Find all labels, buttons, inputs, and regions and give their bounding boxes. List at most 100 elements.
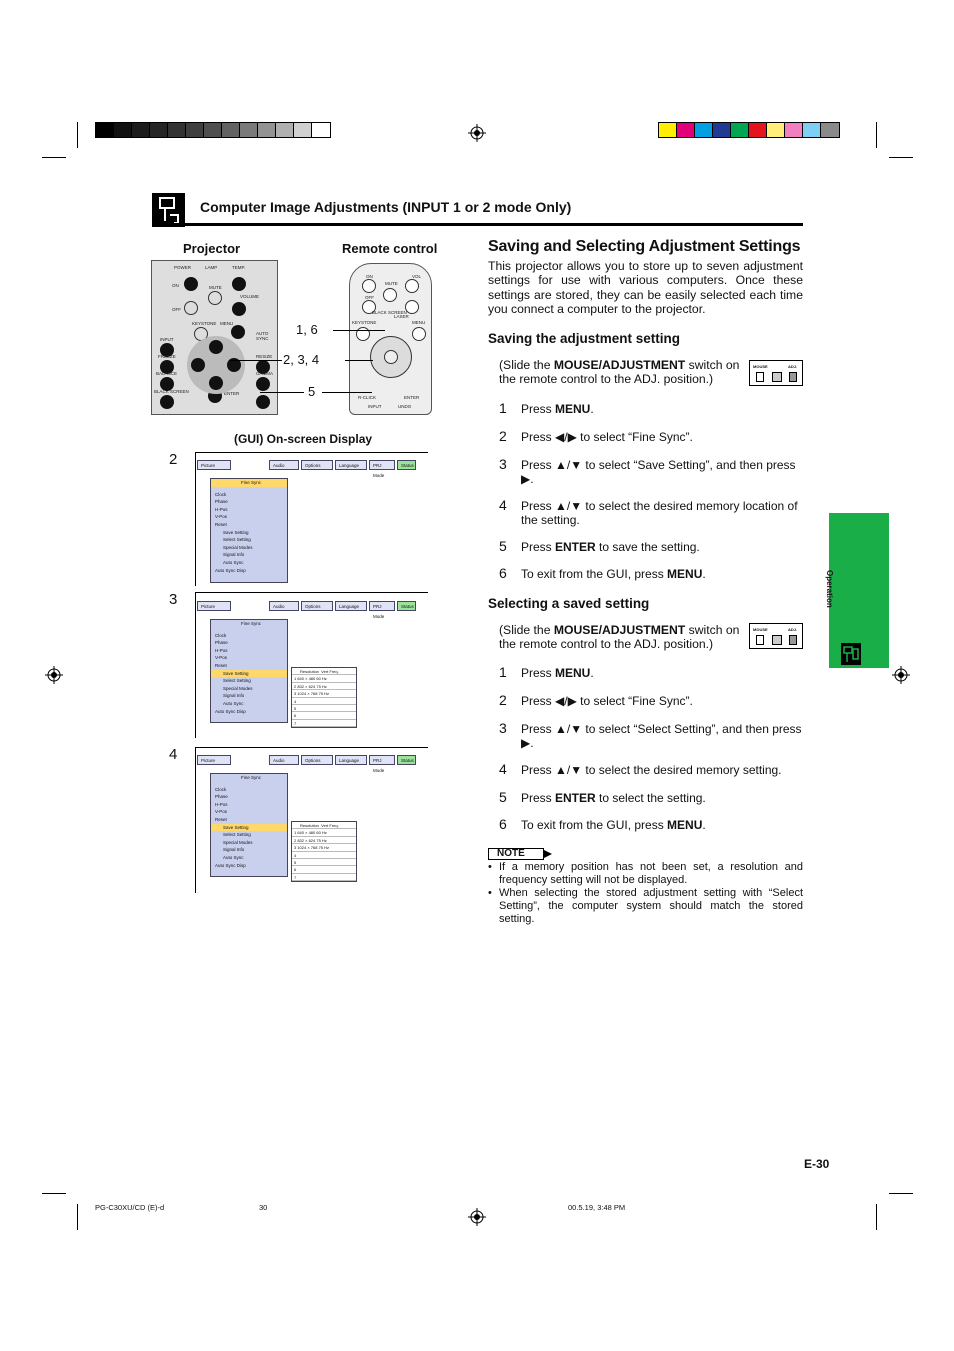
remote-off-button[interactable] bbox=[362, 300, 376, 314]
osd-row-h-pos[interactable]: H-Pos bbox=[215, 647, 228, 653]
remote-mouse-pad[interactable] bbox=[370, 336, 412, 378]
osd-tab-status[interactable]: Status bbox=[397, 460, 416, 470]
note-bullet: • When selecting the stored adjustment s… bbox=[488, 887, 803, 927]
osd-row-auto-sync-disp[interactable]: Auto Sync Disp bbox=[215, 567, 246, 573]
osd-step-number: 3 bbox=[169, 591, 178, 608]
osd-row-select-setting[interactable]: Select Setting bbox=[223, 537, 251, 543]
osd-table-row[interactable]: 4 bbox=[292, 852, 356, 859]
osd-tab-picture[interactable]: Picture bbox=[197, 460, 231, 470]
osd-row-clock[interactable]: Clock bbox=[215, 491, 227, 497]
osd-tab-audio[interactable]: Audio bbox=[269, 460, 299, 470]
osd-row-special-modes[interactable]: Special Modes bbox=[223, 544, 253, 550]
osd-row-save-setting[interactable]: Save Setting bbox=[223, 529, 249, 535]
osd-tab-options[interactable]: Options bbox=[301, 460, 333, 470]
input-button[interactable] bbox=[160, 343, 174, 357]
balance-button[interactable] bbox=[160, 377, 174, 391]
osd-tab-status[interactable]: Status bbox=[397, 601, 416, 611]
color-swatch bbox=[168, 123, 186, 137]
osd-table-row[interactable]: 4 bbox=[292, 698, 356, 705]
osd-tab-language[interactable]: Language bbox=[335, 460, 367, 470]
osd-tab-options[interactable]: Options bbox=[301, 755, 333, 765]
down-arrow-button[interactable] bbox=[209, 376, 223, 390]
osd-table-row[interactable]: 5 bbox=[292, 705, 356, 713]
osd-row-signal-info[interactable]: Signal Info bbox=[223, 552, 245, 558]
osd-tab-language[interactable]: Language bbox=[335, 755, 367, 765]
osd-table-row[interactable]: 1 640 × 480 60 Hz bbox=[292, 675, 356, 683]
osd-table-row[interactable]: 7 bbox=[292, 720, 356, 728]
osd-row-phase[interactable]: Phase bbox=[215, 794, 228, 800]
mute-button[interactable] bbox=[208, 291, 222, 305]
osd-tab-audio[interactable]: Audio bbox=[269, 601, 299, 611]
osd-row-auto-sync[interactable]: Auto Sync bbox=[223, 854, 244, 860]
osd-table-row[interactable]: 2 832 × 624 75 Hz bbox=[292, 837, 356, 845]
undo-button[interactable] bbox=[256, 395, 270, 409]
gamma-button[interactable] bbox=[256, 377, 270, 391]
osd-row-clock[interactable]: Clock bbox=[215, 632, 227, 638]
resize-button[interactable] bbox=[256, 360, 270, 374]
osd-table-row[interactable]: 2 832 × 624 75 Hz bbox=[292, 683, 356, 691]
step-text: Press MENU. bbox=[521, 402, 803, 416]
osd-row-signal-info[interactable]: Signal Info bbox=[223, 847, 245, 853]
off-button[interactable] bbox=[184, 301, 198, 315]
osd-table-row[interactable]: 7 bbox=[292, 874, 356, 882]
osd-row-v-pos[interactable]: V-Pos bbox=[215, 655, 228, 661]
osd-row-h-pos[interactable]: H-Pos bbox=[215, 801, 228, 807]
osd-row-reset[interactable]: Reset bbox=[215, 662, 227, 668]
remote-mute-button[interactable] bbox=[383, 288, 397, 302]
remote-menu-button[interactable] bbox=[412, 327, 426, 341]
osd-row-v-pos[interactable]: V-Pos bbox=[215, 809, 228, 815]
osd-table-row[interactable]: 6 bbox=[292, 866, 356, 874]
osd-table-row[interactable]: 5 bbox=[292, 859, 356, 867]
osd-tab-language[interactable]: Language bbox=[335, 601, 367, 611]
freeze-button[interactable] bbox=[160, 360, 174, 374]
osd-row-auto-sync-disp[interactable]: Auto Sync Disp bbox=[215, 708, 246, 714]
osd-row-special-modes[interactable]: Special Modes bbox=[223, 685, 253, 691]
osd-row-phase[interactable]: Phase bbox=[215, 640, 228, 646]
osd-fine-sync-panel: Fine Sync Clock Phase H-Pos V-Pos Reset … bbox=[210, 478, 288, 583]
osd-row-auto-sync[interactable]: Auto Sync bbox=[223, 700, 244, 706]
osd-tab-picture[interactable]: Picture bbox=[197, 601, 231, 611]
remote-vol-up-button[interactable] bbox=[405, 279, 419, 293]
osd-table-row[interactable]: 1 640 × 480 60 Hz bbox=[292, 829, 356, 837]
osd-row-reset[interactable]: Reset bbox=[215, 521, 227, 527]
up-arrow-button[interactable] bbox=[209, 340, 223, 354]
color-swatch bbox=[803, 123, 821, 137]
osd-row-auto-sync-disp[interactable]: Auto Sync Disp bbox=[215, 862, 246, 868]
osd-row-h-pos[interactable]: H-Pos bbox=[215, 506, 228, 512]
osd-tab-prj-mode[interactable]: PRJ Mode bbox=[369, 601, 395, 619]
on-button[interactable] bbox=[184, 277, 198, 291]
osd-table-row[interactable]: 3 1024 × 768 75 Hz bbox=[292, 690, 356, 698]
gui-display-label: (GUI) On-screen Display bbox=[234, 432, 373, 446]
osd-tab-prj-mode[interactable]: PRJ Mode bbox=[369, 460, 395, 478]
osd-row-reset[interactable]: Reset bbox=[215, 816, 227, 822]
osd-row-save-setting[interactable]: Save Setting bbox=[211, 823, 287, 832]
osd-row-select-setting[interactable]: Select Setting bbox=[223, 678, 251, 684]
direction-pad[interactable] bbox=[187, 336, 245, 394]
osd-row-signal-info[interactable]: Signal Info bbox=[223, 693, 245, 699]
osd-row-save-setting[interactable]: Save Setting bbox=[211, 669, 287, 678]
osd-row-phase[interactable]: Phase bbox=[215, 499, 228, 505]
osd-tab-audio[interactable]: Audio bbox=[269, 755, 299, 765]
remote-on-button[interactable] bbox=[362, 279, 376, 293]
left-arrow-button[interactable] bbox=[191, 358, 205, 372]
osd-row-v-pos[interactable]: V-Pos bbox=[215, 514, 228, 520]
osd-tab-options[interactable]: Options bbox=[301, 601, 333, 611]
right-arrow-button[interactable] bbox=[227, 358, 241, 372]
volume-down-button[interactable] bbox=[232, 302, 246, 316]
osd-tab-picture[interactable]: Picture bbox=[197, 755, 231, 765]
osd-table-row[interactable]: 3 1024 × 768 75 Hz bbox=[292, 844, 356, 852]
osd-screen bbox=[195, 747, 428, 893]
osd-row-special-modes[interactable]: Special Modes bbox=[223, 839, 253, 845]
input-label: INPUT bbox=[160, 337, 174, 342]
osd-tab-status[interactable]: Status bbox=[397, 755, 416, 765]
osd-tab-prj-mode[interactable]: PRJ Mode bbox=[369, 755, 395, 773]
remote-vol-down-button[interactable] bbox=[405, 300, 419, 314]
menu-button[interactable] bbox=[231, 325, 245, 339]
color-swatch bbox=[312, 123, 330, 137]
osd-table-row[interactable]: 6 bbox=[292, 712, 356, 720]
volume-up-button[interactable] bbox=[232, 277, 246, 291]
black-screen-button[interactable] bbox=[160, 395, 174, 409]
osd-row-select-setting[interactable]: Select Setting bbox=[223, 832, 251, 838]
osd-row-clock[interactable]: Clock bbox=[215, 786, 227, 792]
osd-row-auto-sync[interactable]: Auto Sync bbox=[223, 559, 244, 565]
